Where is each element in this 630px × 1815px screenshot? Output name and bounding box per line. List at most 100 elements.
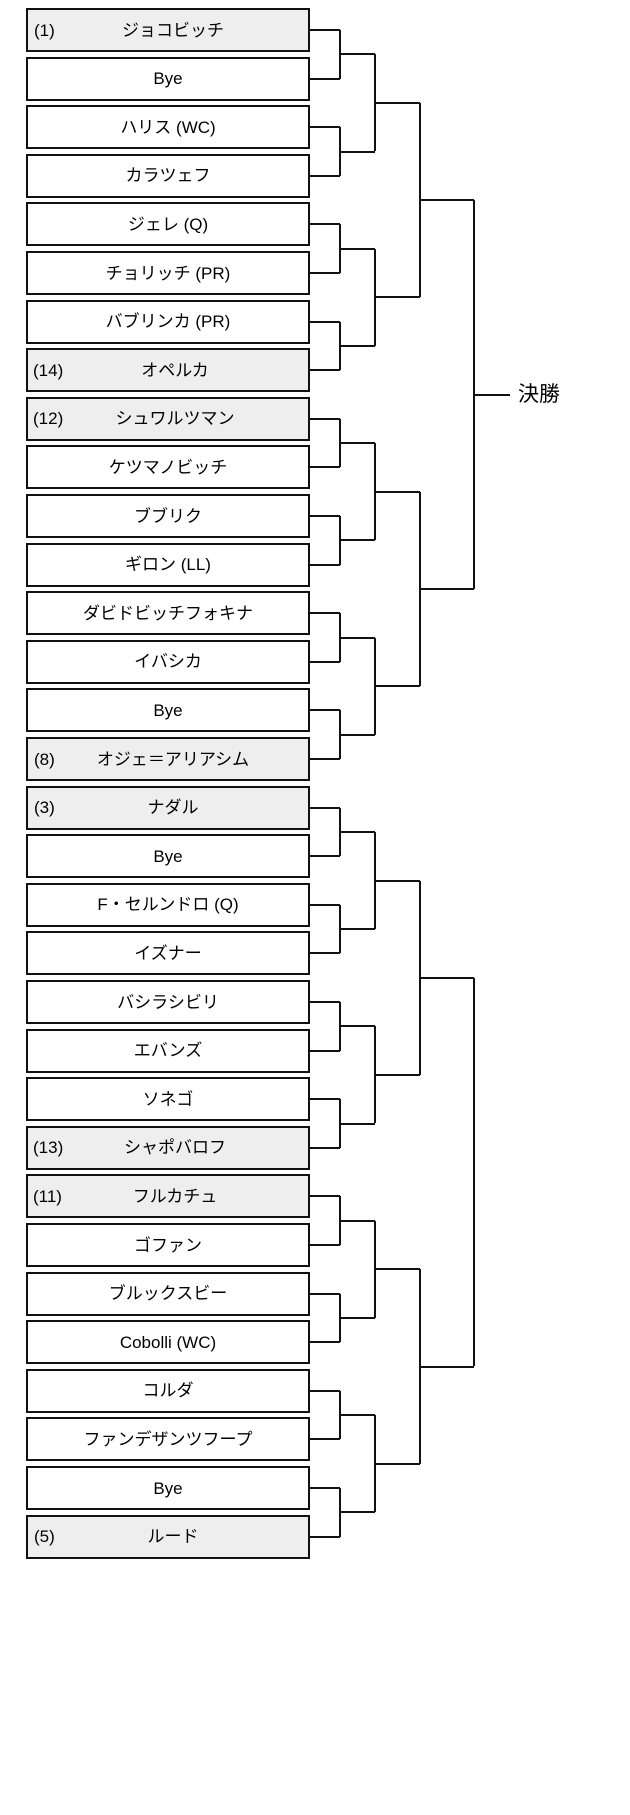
bracket-slot[interactable]: (14) オペルカ: [26, 348, 310, 393]
bracket-slot[interactable]: ケツマノビッチ: [26, 445, 310, 490]
match-feed-line: [310, 223, 340, 226]
seed-number: (8): [34, 749, 55, 769]
bracket-slot[interactable]: F・セルンドロ (Q): [26, 882, 310, 927]
match-feed-line: [310, 29, 340, 31]
seed-number: (14): [33, 360, 64, 380]
match-feed-line: [375, 879, 420, 882]
bracket-slot[interactable]: Cobolli (WC): [26, 1320, 310, 1365]
bracket-slot[interactable]: ソネゴ: [26, 1077, 310, 1122]
bracket-slot[interactable]: (13)シャポバロフ: [26, 1125, 310, 1170]
bracket-slot[interactable]: ジェレ (Q): [26, 202, 310, 247]
match-feed-line: [310, 417, 340, 420]
player-name: イバシカ: [134, 652, 202, 672]
bracket-slot[interactable]: Bye: [26, 1466, 310, 1510]
match-feed-line: [310, 952, 340, 955]
player-name: Bye: [153, 846, 183, 866]
match-feed-line: [420, 976, 474, 979]
player-name: F・セルンドロ (Q): [97, 895, 239, 915]
match-feed-line: [340, 1122, 375, 1125]
match-feed-line: [310, 1195, 340, 1198]
bracket-slot[interactable]: (12) シュワルツマン: [26, 396, 310, 441]
player-name: フルカチュ: [132, 1186, 218, 1206]
match-feed-line: [340, 1025, 375, 1028]
bracket-slot[interactable]: バシラシビリ: [26, 980, 310, 1024]
bracket-slot[interactable]: (3) ナダル: [26, 785, 310, 830]
match-feed-line: [310, 1244, 340, 1246]
player-name: オジェ＝アリアシム: [96, 749, 250, 769]
match-join-line: [473, 977, 475, 1367]
bracket-slot[interactable]: Bye: [26, 56, 310, 101]
match-feed-line: [340, 733, 375, 736]
bracket-slot[interactable]: チョリッチ (PR): [26, 251, 310, 295]
bracket-slot[interactable]: (5)ルード: [26, 1514, 310, 1559]
player-name: ハリス (WC): [120, 117, 216, 137]
bracket-slot[interactable]: コルダ: [26, 1368, 310, 1413]
match-feed-line: [340, 830, 375, 833]
player-name: オペルカ: [141, 360, 209, 380]
bracket-slot[interactable]: カラツェフ: [26, 153, 310, 198]
bracket-slot[interactable]: ブブリク: [26, 494, 310, 538]
match-feed-line: [310, 1292, 340, 1295]
bracket-slot[interactable]: ハリス (WC): [26, 105, 310, 150]
bracket-slot[interactable]: エバンズ: [26, 1028, 310, 1073]
player-name: Bye: [153, 700, 183, 720]
bracket-slot[interactable]: (11) フルカチュ: [26, 1174, 310, 1219]
match-feed-line: [340, 247, 375, 250]
match-feed-line: [310, 77, 340, 80]
match-feed-line: [310, 1341, 340, 1344]
match-feed-line: [310, 1438, 340, 1441]
match-feed-line: [340, 150, 375, 153]
match-feed-line: [340, 928, 375, 931]
player-name: ナダル: [147, 798, 199, 818]
bracket-slot[interactable]: (1)ジョコビッチ: [26, 8, 310, 52]
match-feed-line: [340, 442, 375, 445]
bracket-slot[interactable]: ブルックスビー: [26, 1271, 310, 1316]
match-feed-line: [310, 272, 340, 274]
match-feed-line: [310, 369, 340, 372]
seed-number: (12): [33, 409, 64, 429]
seed-number: (1): [34, 20, 55, 40]
bracket-slot[interactable]: (8) オジェ＝アリアシム: [26, 737, 310, 781]
match-feed-line: [310, 563, 340, 566]
bracket-slot[interactable]: ファンデザンツフープ: [26, 1417, 310, 1462]
bracket-slot[interactable]: Bye: [26, 834, 310, 879]
bracket-slot[interactable]: バブリンカ (PR): [26, 299, 310, 344]
final-stub-line: [474, 393, 510, 396]
player-name: ルード: [147, 1527, 199, 1547]
match-feed-line: [310, 1049, 340, 1052]
match-feed-line: [310, 1098, 340, 1101]
player-name: シュワルツマン: [115, 409, 235, 429]
match-feed-line: [375, 1268, 420, 1271]
bracket-slot[interactable]: ゴファン: [26, 1223, 310, 1267]
player-name: ジェレ (Q): [127, 214, 209, 234]
match-feed-line: [310, 709, 340, 712]
match-feed-line: [310, 660, 340, 663]
bracket-slot[interactable]: イバシカ: [26, 639, 310, 684]
match-feed-line: [310, 1487, 340, 1489]
match-feed-line: [310, 612, 340, 615]
seed-number: (3): [34, 798, 55, 818]
player-name: シャポバロフ: [124, 1138, 226, 1158]
match-feed-line: [340, 1511, 375, 1514]
seed-number: (11): [33, 1186, 62, 1206]
bracket-slot[interactable]: Bye: [26, 688, 310, 733]
final-round-label: 決勝: [518, 382, 560, 406]
match-feed-line: [340, 53, 375, 56]
match-feed-line: [310, 1001, 340, 1003]
bracket-slot[interactable]: ギロン (LL): [26, 542, 310, 587]
player-name: チョリッチ (PR): [105, 263, 231, 283]
match-feed-line: [310, 806, 340, 809]
match-feed-line: [340, 636, 375, 639]
match-feed-line: [310, 1146, 340, 1149]
bracket-slot[interactable]: ダビドビッチフォキナ: [26, 591, 310, 636]
match-feed-line: [310, 1535, 340, 1538]
player-name: コルダ: [142, 1381, 194, 1401]
match-feed-line: [420, 587, 474, 590]
match-feed-line: [310, 174, 340, 177]
bracket-slot[interactable]: イズナー: [26, 931, 310, 976]
match-feed-line: [420, 1365, 474, 1368]
player-name: ブブリク: [134, 506, 202, 526]
match-feed-line: [375, 101, 420, 104]
player-name: ダビドビッチフォキナ: [83, 603, 253, 623]
player-name: Cobolli (WC): [119, 1332, 217, 1352]
